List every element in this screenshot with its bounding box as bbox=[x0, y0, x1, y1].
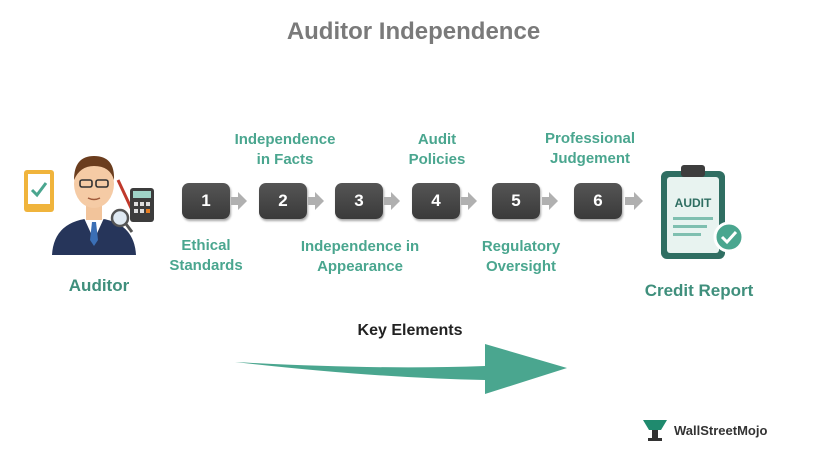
step-2-box: 2 bbox=[259, 183, 307, 219]
step-3-label: Independence in Appearance bbox=[300, 238, 420, 275]
credit-report-label: Credit Report bbox=[644, 281, 754, 300]
step-2-label: Independence in Facts bbox=[234, 131, 336, 168]
logo-text: WallStreetMojo bbox=[674, 422, 768, 438]
page-title: Auditor Independence bbox=[286, 18, 541, 45]
step-4-label: Audit Policies bbox=[408, 131, 466, 168]
step-1-label: Ethical Standards bbox=[169, 237, 243, 274]
step-5-box: 5 bbox=[492, 183, 540, 219]
step-arrow-icon bbox=[384, 192, 400, 210]
step-3-box: 3 bbox=[335, 183, 383, 219]
step-arrow-icon bbox=[625, 192, 643, 210]
step-arrow-icon bbox=[461, 192, 477, 210]
step-arrow-icon bbox=[542, 192, 558, 210]
key-elements-arrow-icon bbox=[235, 344, 567, 394]
logo-icon bbox=[643, 420, 667, 441]
key-elements-label: Key Elements bbox=[357, 322, 463, 339]
step-4-box: 4 bbox=[412, 183, 460, 219]
step-1-box: 1 bbox=[182, 183, 230, 219]
audit-clipboard-icon: AUDIT bbox=[661, 165, 745, 259]
step-6-label: Professional Judgement bbox=[544, 130, 636, 167]
wallstreetmojo-logo: WallStreetMojo bbox=[640, 418, 767, 442]
step-arrow-icon bbox=[308, 192, 324, 210]
step-5-label: Regulatory Oversight bbox=[481, 238, 561, 275]
audit-card-text: AUDIT bbox=[675, 196, 712, 210]
step-6-box: 6 bbox=[574, 183, 622, 219]
auditor-icon bbox=[24, 156, 154, 255]
auditor-label: Auditor bbox=[68, 276, 130, 295]
step-arrow-icon bbox=[231, 192, 247, 210]
